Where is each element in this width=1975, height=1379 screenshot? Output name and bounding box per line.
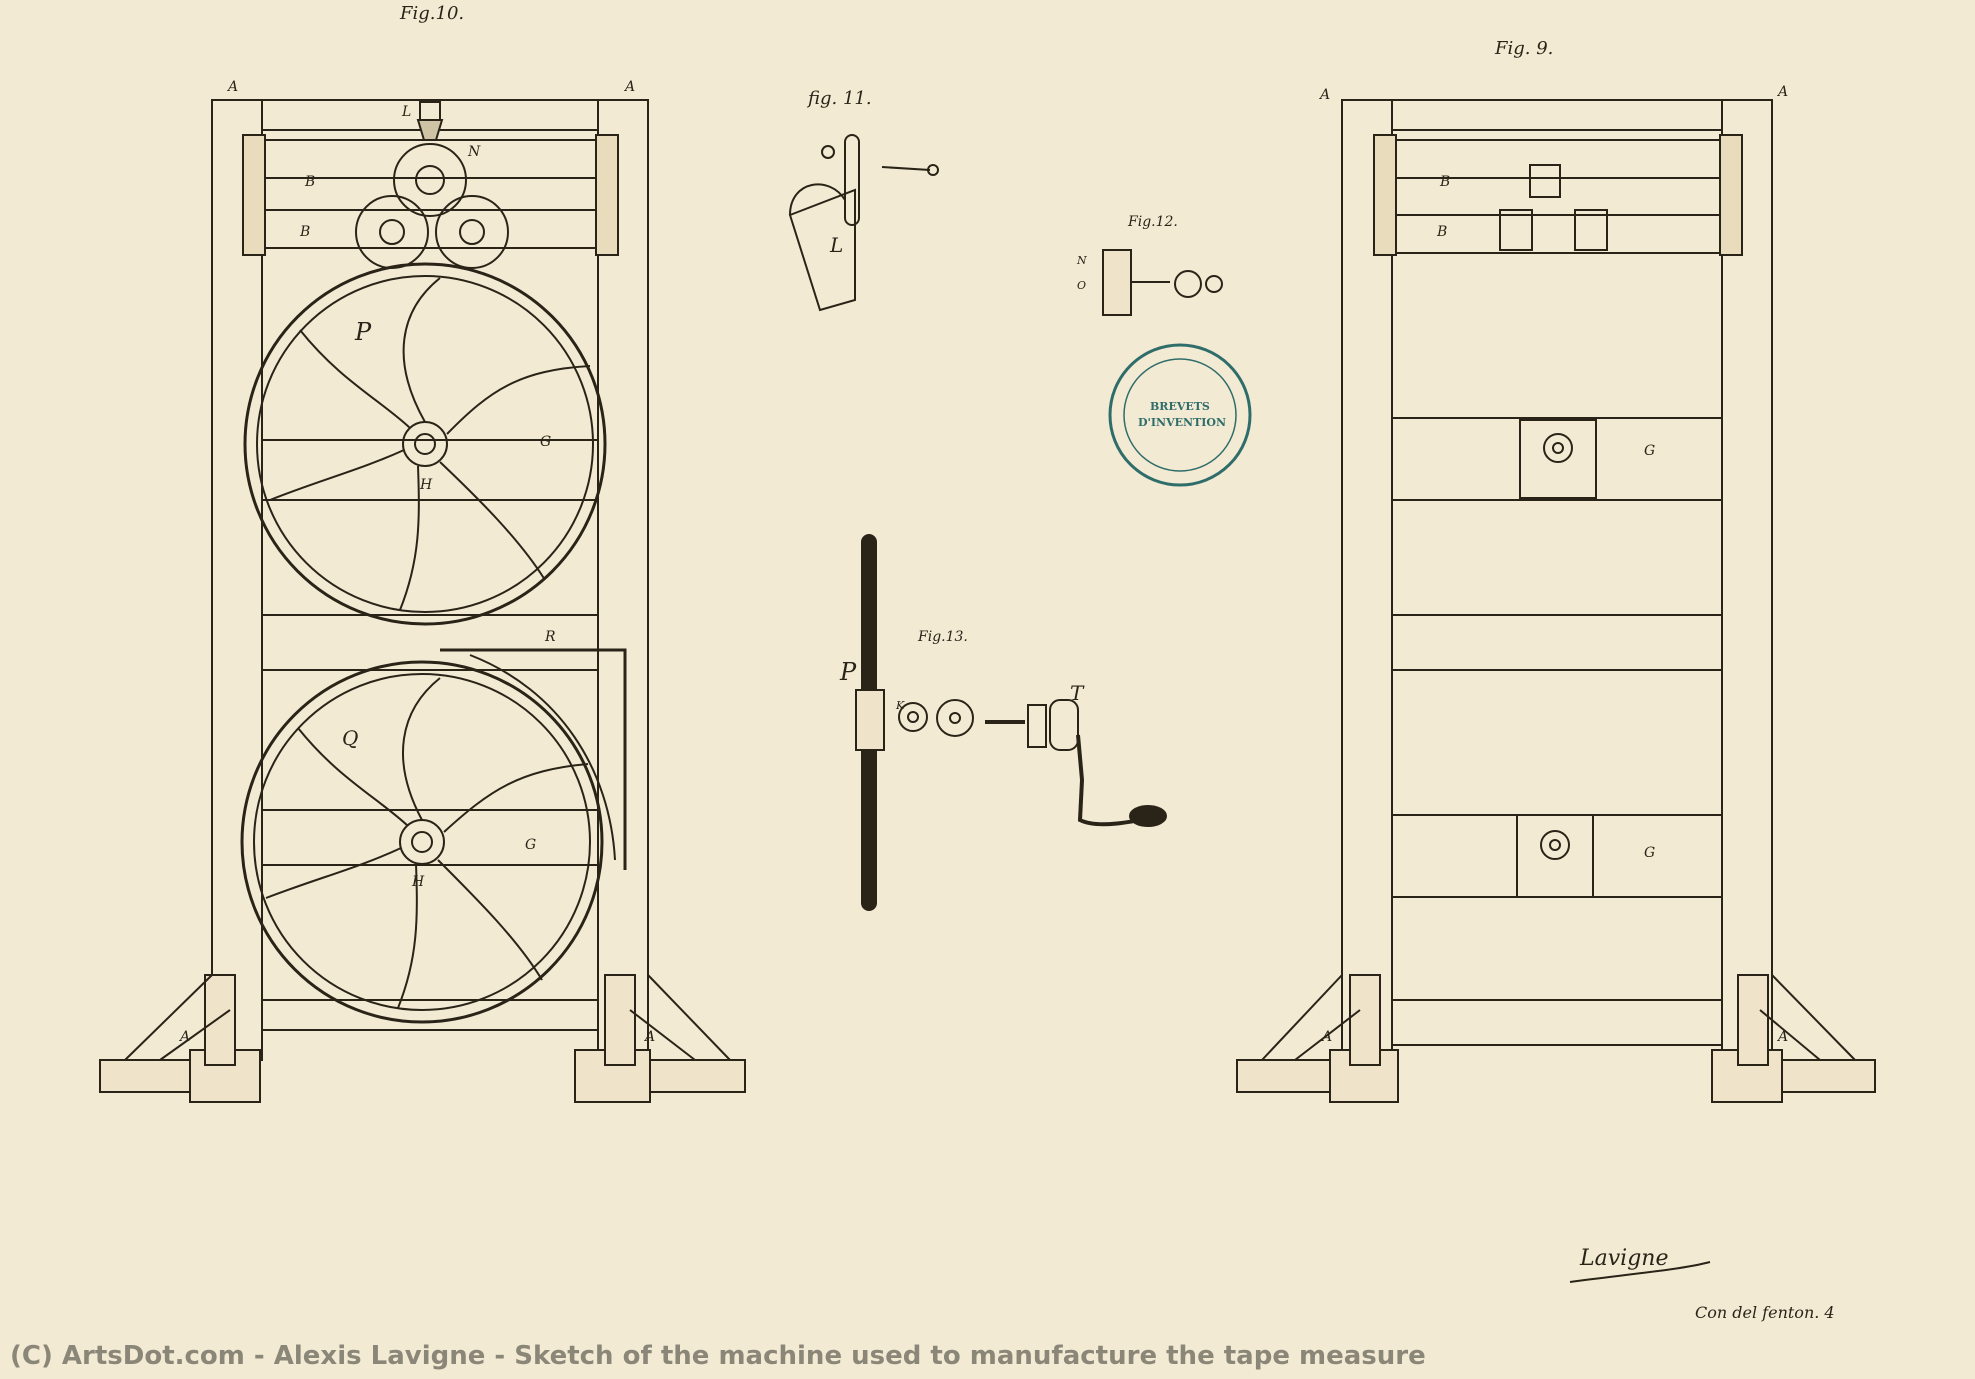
fig10-label-p: P <box>355 318 372 346</box>
fig13-label-t: T <box>1070 681 1084 705</box>
fig10-label-a-right: A <box>625 79 636 95</box>
fig10-label-n: N <box>468 144 481 160</box>
fig12-part <box>1102 249 1223 316</box>
stamp-line-1: BREVETS <box>1150 400 1210 413</box>
fig9-title: Fig. 9. <box>1495 38 1554 59</box>
fig9-label-a-left: A <box>1320 87 1331 103</box>
stamp-line-2: D'INVENTION <box>1138 416 1227 429</box>
fig10-label-h-bottom: H <box>412 874 425 890</box>
fig11-part <box>788 134 939 312</box>
signature: Lavigne <box>1580 1246 1669 1271</box>
fig9-label-a-right: A <box>1778 84 1789 100</box>
registration-stamp <box>1108 343 1252 487</box>
fig10-label-g-bottom: G <box>525 837 537 853</box>
fig9-frame <box>1236 99 1876 1103</box>
fig10-label-l: L <box>402 104 412 120</box>
fig10-label-q: Q <box>342 726 359 750</box>
fig10-label-g-top: G <box>540 434 552 450</box>
fig9-label-a-foot-left: A <box>1322 1029 1333 1045</box>
fig11-label-l: L <box>830 233 844 257</box>
fig10-wheel-Q <box>240 648 627 1024</box>
fig10-rollers <box>355 101 509 269</box>
fig9-label-b-bottom: B <box>1437 224 1448 240</box>
fig10-label-a-foot-left: A <box>180 1029 191 1045</box>
fig9-label-a-foot-right: A <box>1778 1029 1789 1045</box>
footnote: Con del fenton. 4 <box>1695 1303 1835 1322</box>
fig9-label-g-top: G <box>1644 443 1656 459</box>
image-caption: (C) ArtsDot.com - Alexis Lavigne - Sketc… <box>10 1341 1426 1371</box>
fig10-label-r: R <box>545 629 556 645</box>
fig10-label-b-bottom: B <box>300 224 311 240</box>
fig10-frame <box>99 99 746 1103</box>
fig13-part <box>855 534 1167 911</box>
fig10-wheel-P <box>243 262 607 626</box>
fig10-label-a-left: A <box>228 79 239 95</box>
fig9-label-b-top: B <box>1440 174 1451 190</box>
fig13-label-k: K <box>896 699 905 712</box>
fig12-label-n: N <box>1077 254 1087 267</box>
fig11-title: fig. 11. <box>808 88 872 109</box>
fig9-label-g-bottom: G <box>1644 845 1656 861</box>
fig13-title: Fig.13. <box>918 629 968 645</box>
fig10-label-h-top: H <box>420 477 433 493</box>
fig10-label-b-top: B <box>305 174 316 190</box>
fig13-label-p: P <box>840 658 857 686</box>
fig12-title: Fig.12. <box>1128 214 1178 230</box>
fig10-label-a-foot-right: A <box>645 1029 656 1045</box>
fig12-label-o: O <box>1077 279 1087 292</box>
fig10-title: Fig.10. <box>400 3 465 24</box>
